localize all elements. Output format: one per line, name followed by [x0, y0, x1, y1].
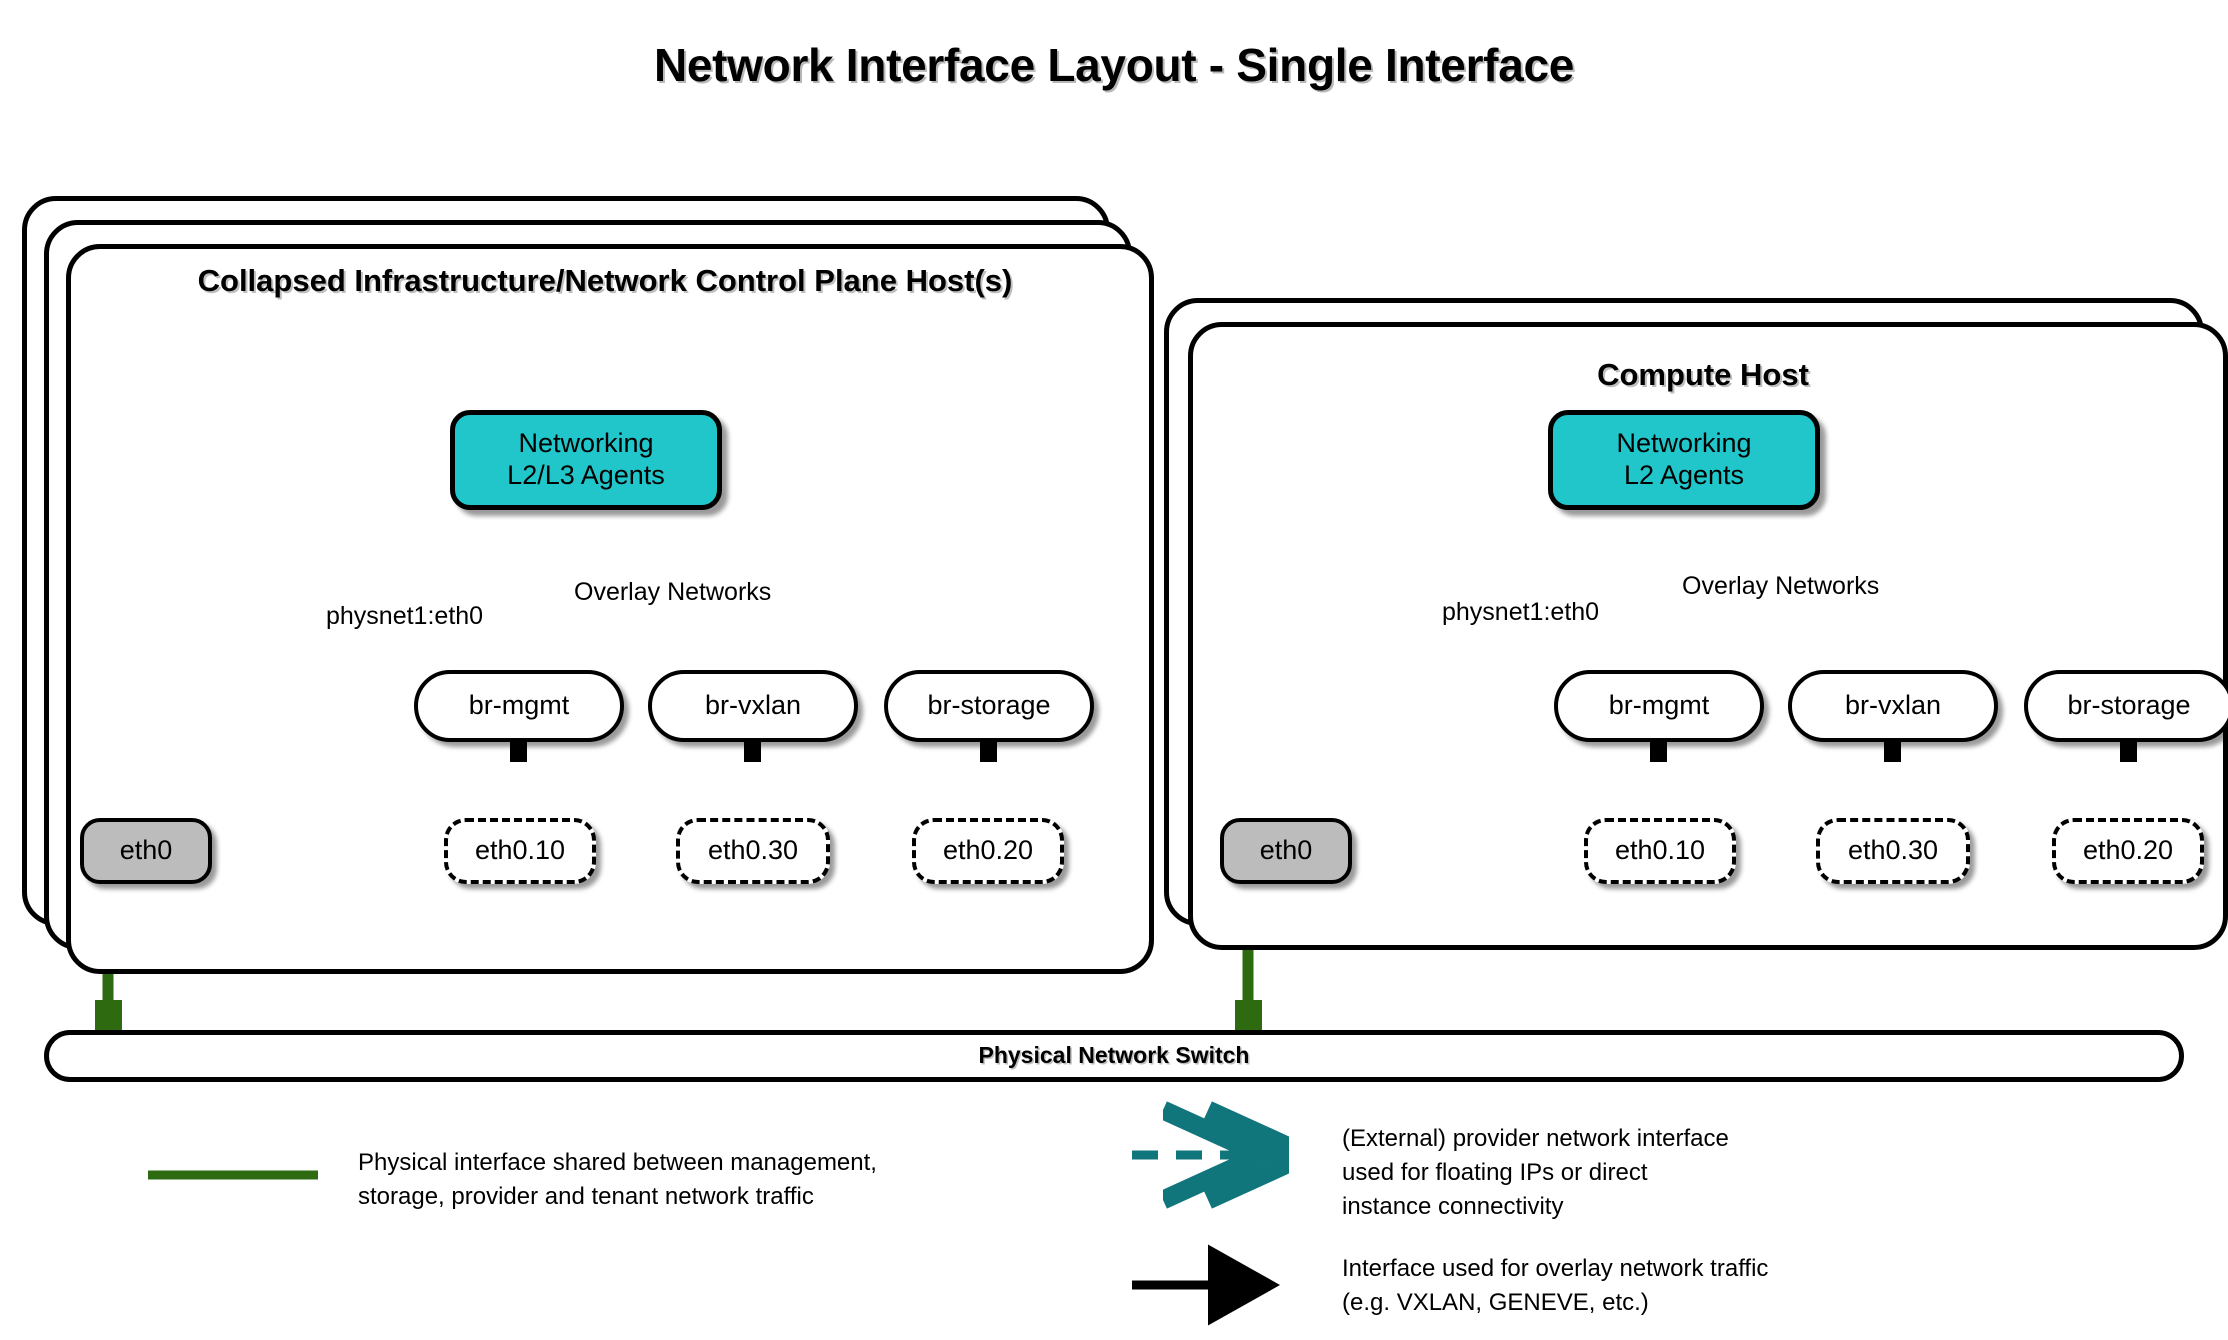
physical-interface-node-right[interactable]: eth0 [1220, 818, 1352, 884]
bridge-node-br-storage-right[interactable]: br-storage [2024, 670, 2228, 742]
bridge-port-br-storage-right [2120, 738, 2137, 762]
bridge-node-br-vxlan-right[interactable]: br-vxlan [1788, 670, 1998, 742]
host-title-compute: Compute Host [1597, 357, 1809, 392]
bridge-port-br-vxlan-left [744, 738, 761, 762]
bridge-port-br-mgmt-left [510, 738, 527, 762]
vlan-interface-node-eth0-10-right[interactable]: eth0.10 [1584, 818, 1736, 884]
physical-network-switch[interactable] [44, 1030, 2184, 1082]
vlan-interface-node-eth0-10-left[interactable]: eth0.10 [444, 818, 596, 884]
provider-edge-label-left: physnet1:eth0 [326, 602, 484, 630]
networking-agents-control-plane[interactable]: Networking L2/L3 Agents [450, 410, 722, 510]
legend-label-overlay-network-interface: Interface used for overlay network traff… [1342, 1255, 1769, 1317]
vlan-interface-node-eth0-20-left[interactable]: eth0.20 [912, 818, 1064, 884]
vlan-interface-node-eth0-30-right[interactable]: eth0.30 [1816, 818, 1970, 884]
physical-interface-node-left[interactable]: eth0 [80, 818, 212, 884]
overlay-edge-label-right: Overlay Networks [1682, 572, 1880, 600]
bridge-node-br-storage-left[interactable]: br-storage [884, 670, 1094, 742]
host-title-control-plane: Collapsed Infrastructure/Network Control… [197, 263, 1013, 298]
physical-network-switch-label: Physical Network Switch [978, 1042, 1250, 1068]
bridge-port-br-storage-left [980, 738, 997, 762]
overlay-edge-label-left: Overlay Networks [574, 578, 772, 606]
bridge-node-br-mgmt-left[interactable]: br-mgmt [414, 670, 624, 742]
legend-label-provider-network-interface: (External) provider network interface us… [1342, 1125, 1729, 1221]
bridge-node-br-vxlan-left[interactable]: br-vxlan [648, 670, 858, 742]
provider-edge-label-right: physnet1:eth0 [1442, 598, 1600, 626]
bridge-node-br-mgmt-right[interactable]: br-mgmt [1554, 670, 1764, 742]
networking-agents-compute[interactable]: Networking L2 Agents [1548, 410, 1820, 510]
bridge-port-br-vxlan-right [1884, 738, 1901, 762]
vlan-interface-node-eth0-20-right[interactable]: eth0.20 [2052, 818, 2204, 884]
page-title: Network Interface Layout - Single Interf… [653, 39, 1575, 91]
legend-label-physical-interface: Physical interface shared between manage… [358, 1149, 877, 1211]
bridge-port-br-mgmt-right [1650, 738, 1667, 762]
vlan-interface-node-eth0-30-left[interactable]: eth0.30 [676, 818, 830, 884]
